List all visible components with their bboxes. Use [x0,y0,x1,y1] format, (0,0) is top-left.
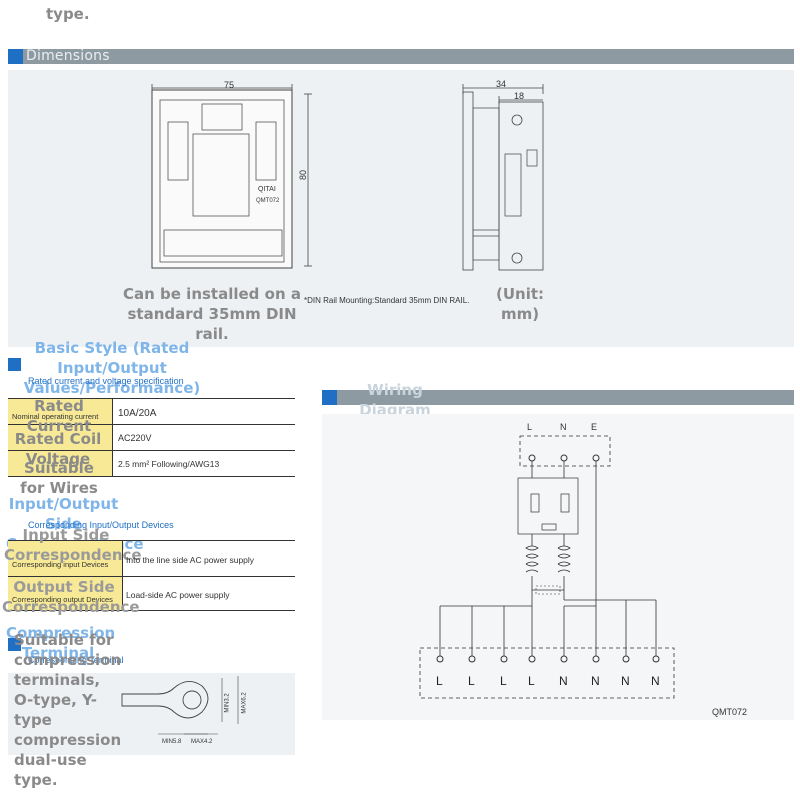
min58-label: MIN5.8 [162,739,182,745]
wiring-panel [322,414,794,720]
table-rule [8,424,295,425]
terminal-bottom-1: L [436,674,443,688]
basic-style-marker [8,358,21,371]
front-view-drawing [151,84,312,269]
section-marker [322,390,337,405]
compression-marker [8,638,21,651]
basic-style-overlay-title: Basic Style (Rated Input/Output Values/P… [23,339,201,397]
terminal-bottom-8: N [651,674,660,688]
compression-panel [8,673,295,755]
dim-width-label: 75 [224,80,235,90]
table-rule [8,610,295,611]
dimensions-heading: Dimensions [26,48,110,64]
compression-overlay-text: Suitable for compression terminals, O-ty… [14,631,122,789]
table-divider [122,540,123,610]
wiring-model-label: QMT072 [712,707,748,717]
terminal-bottom-2: L [468,674,475,688]
terminal-top-l: L [527,422,533,432]
din-caption: Can be installed on a standard 35mm DIN … [123,285,301,343]
compression-subtitle: Corresponding Terminal [28,655,124,665]
rated-current-value: 10A/20A [118,408,157,419]
wiring-diagram-svg [419,435,675,699]
table-divider [112,398,113,476]
dimensions-panel [8,70,794,347]
ring-terminal-drawing [121,676,239,735]
input-devices-label: Corresponding input Devices [12,560,109,569]
wires-overlay: Suitable for Wires [20,459,98,497]
table-rule [8,576,295,577]
top-fragment-text: type. [46,5,90,23]
terminal-bottom-3: L [500,674,507,688]
max62-label: MAX6.2 [241,692,248,714]
table-rule [8,476,295,477]
row-highlight [8,399,112,424]
row-highlight [8,425,112,450]
terminal-bottom-6: N [591,674,600,688]
io-subtitle: Corresponding Input/Output Devices [28,520,174,530]
table-rule [8,450,295,451]
rated-current-label: Nominal operating current [12,412,99,421]
terminal-bottom-4: L [528,674,535,688]
brand-label: QITAI [258,186,276,193]
min32-label: MIN3.2 [224,693,231,713]
unit-label: (Unit: mm) [495,285,545,323]
terminal-top-n: N [560,422,567,432]
basic-style-subtitle: Rated current and voltage specification [28,376,184,386]
dim-depth-label: 34 [496,79,507,89]
rated-coil-value: AC220V [118,433,152,443]
wires-value: 2.5 mm² Following/AWG13 [118,459,220,469]
compression-overlay-title: Compression Terminal [6,624,116,662]
rated-current-overlay: Rated Current [26,397,92,435]
row-highlight [8,577,122,610]
row-highlight [8,451,112,476]
output-side-overlay: Output Side Correspondence [2,578,140,616]
table-rule [8,540,295,541]
terminal-top-e: E [591,422,598,432]
section-marker [8,49,23,64]
dimensions-section-bar: Dimensions [8,48,794,64]
rated-coil-overlay: Rated Coil Voltage [14,430,102,468]
output-devices-label: Corresponding output Devices [12,595,113,604]
dim-inner-label: 18 [514,91,525,101]
terminal-bottom-5: N [559,674,568,688]
output-devices-value: Load-side AC power supply [126,590,230,600]
din-note: *DIN Rail Mounting:Standard 35mm DIN RAI… [304,296,470,305]
terminal-bottom-7: N [621,674,630,688]
dim-height-label: 80 [298,169,309,181]
model-label: QMT072 [256,198,280,204]
input-side-overlay: Input Side Correspondence [4,526,142,564]
input-devices-value: Into the line side AC power supply [126,555,255,565]
row-highlight [8,541,122,576]
side-view-drawing [462,84,544,271]
wiring-section-bar [322,390,794,405]
max42-label: MAX4.2 [191,739,213,745]
table-rule [8,398,295,399]
